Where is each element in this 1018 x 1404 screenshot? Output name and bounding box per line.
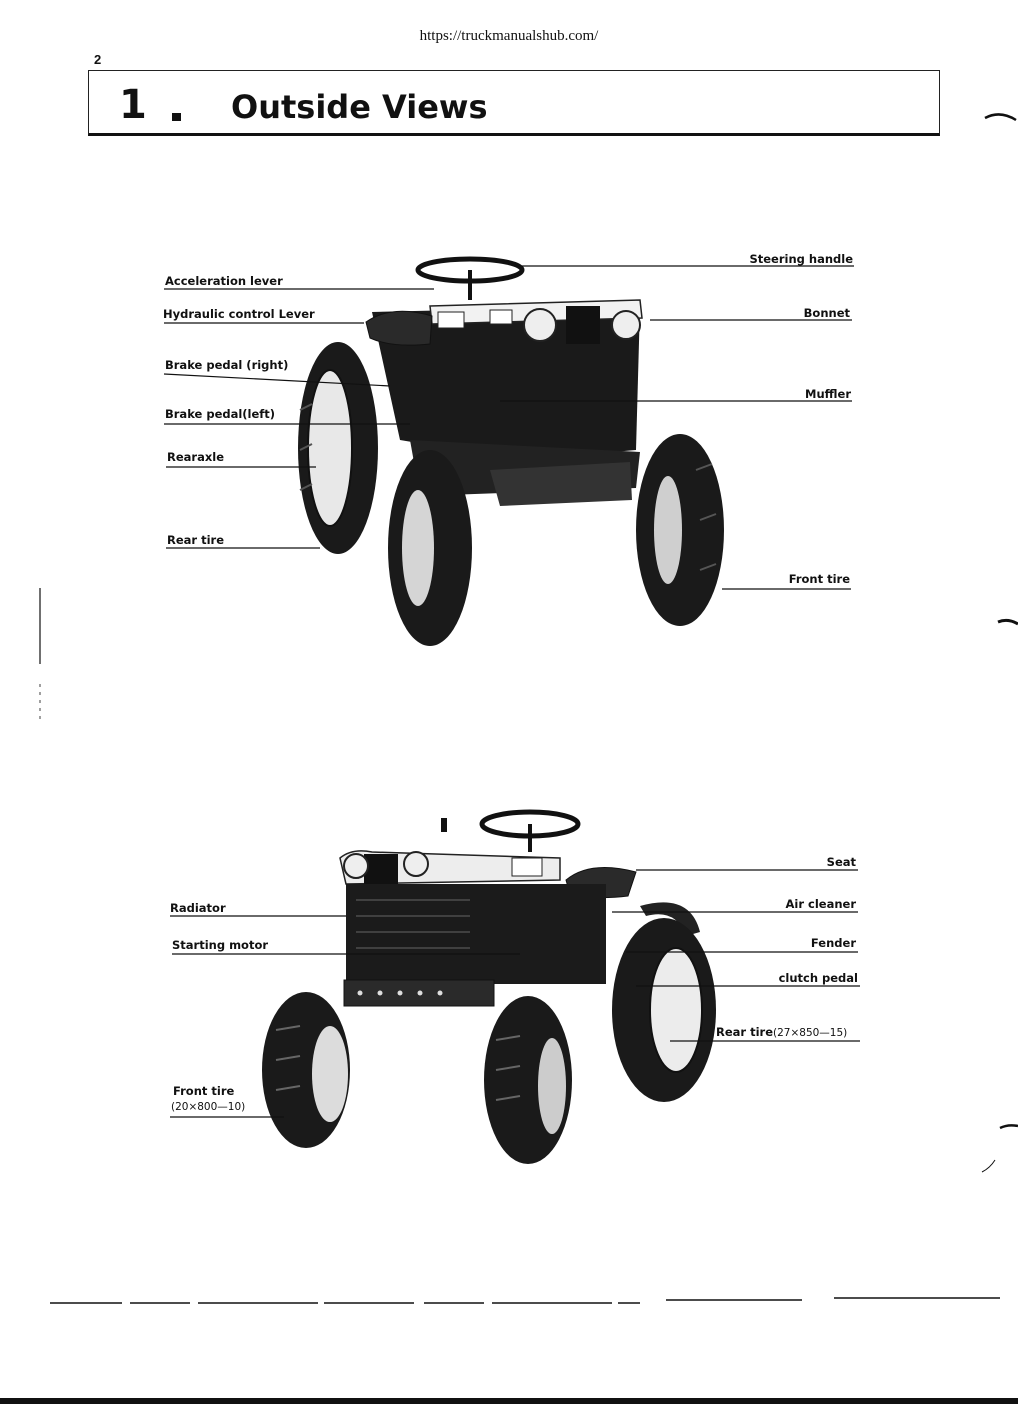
label-rear-tire: Rear tire: [167, 533, 224, 547]
label-seat: Seat: [827, 855, 857, 869]
label-bonnet: Bonnet: [804, 306, 851, 320]
label-rear-tire-bottom: Rear tire(27×850—15): [716, 1025, 847, 1039]
label-brake-pedal-left: Brake pedal(left): [165, 407, 275, 421]
scan-edge-marks: [39, 113, 1018, 1173]
label-rear-axle: Rearaxle: [167, 450, 224, 464]
label-front-tire-size: (20×800—10): [171, 1101, 245, 1113]
page-number: 2: [94, 52, 102, 67]
tractor-rear-view-drawing: [298, 256, 724, 646]
label-radiator: Radiator: [170, 901, 226, 915]
label-clutch-pedal: clutch pedal: [779, 971, 858, 985]
label-front-tire: Front tire: [789, 572, 850, 586]
label-brake-pedal-right: Brake pedal (right): [165, 358, 288, 372]
source-url[interactable]: https://truckmanualshub.com/: [419, 28, 599, 44]
tractor-front-view-drawing: [262, 809, 716, 1164]
section-title: Outside Views: [231, 88, 488, 126]
section-number: 1: [119, 82, 147, 128]
label-air-cleaner: Air cleaner: [786, 897, 857, 911]
label-rear-tire-size: (27×850—15): [773, 1027, 847, 1039]
top-figure-leader-lines: [163, 265, 854, 590]
label-steering-handle: Steering handle: [749, 252, 853, 266]
scan-bottom-band: [0, 1398, 1018, 1404]
bottom-figure-leader-lines: [170, 869, 860, 1118]
label-front-tire-bottom: Front tire: [173, 1084, 234, 1098]
footer-rule: [50, 1297, 1000, 1304]
label-acceleration-lever: Acceleration lever: [165, 274, 283, 288]
label-muffler: Muffler: [805, 387, 851, 401]
label-starting-motor: Starting motor: [172, 938, 268, 952]
label-fender: Fender: [811, 936, 856, 950]
section-title-box: 1 Outside Views: [88, 70, 940, 136]
label-hydraulic-control-lever: Hydraulic control Lever: [163, 307, 315, 321]
label-rear-tire-bottom-text: Rear tire: [716, 1025, 773, 1039]
section-number-dot: [172, 113, 181, 121]
